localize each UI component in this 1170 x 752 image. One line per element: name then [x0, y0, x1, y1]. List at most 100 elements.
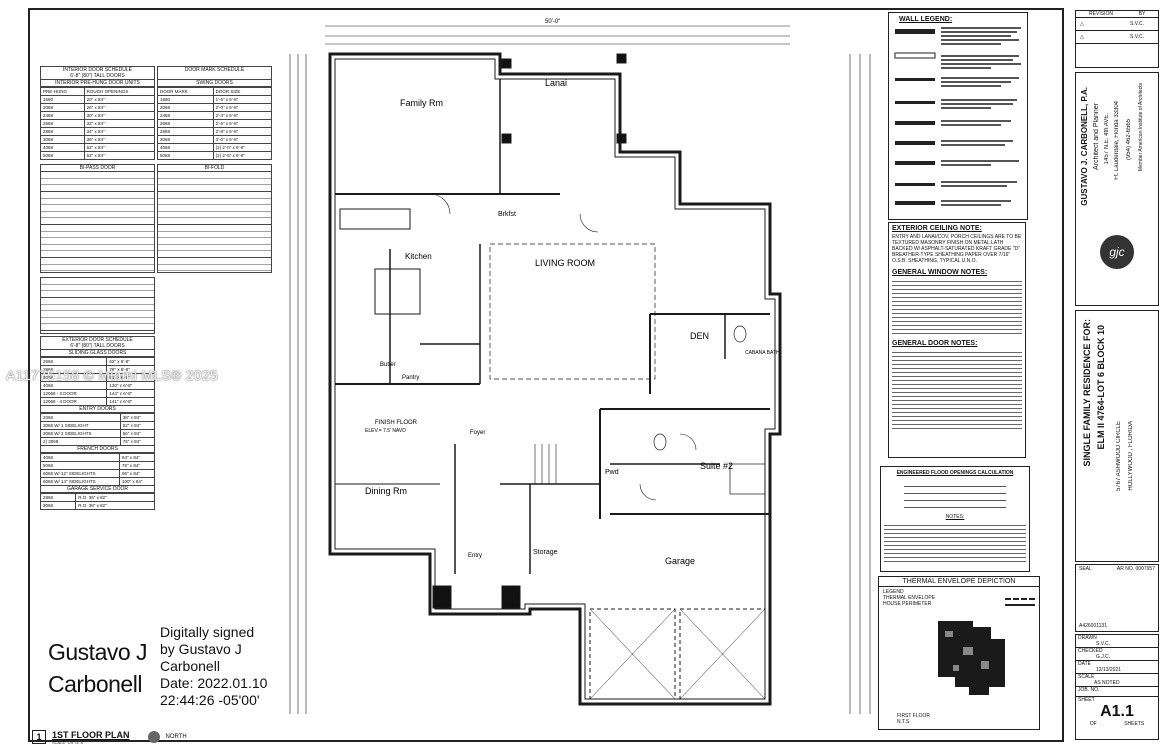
project-box: SINGLE FAMILY RESIDENCE FOR: ELM II 4764… [1075, 310, 1159, 562]
room-family: Family Rm [400, 98, 443, 108]
signature-name: Gustavo J Carbonell [48, 639, 148, 697]
room-cabana: CABANA BATH [745, 350, 780, 356]
sheet-index-box: 1 [32, 730, 46, 744]
bi-pass-rows [40, 172, 155, 273]
bi-pass-subtitle: BI-PASS DOOR [40, 164, 155, 172]
room-butler: Butler [380, 362, 396, 368]
project-city: HOLLYWOOD , FLORIDA [1128, 421, 1134, 491]
firm-address2: Ft. Lauderdale, Florida 33304 [1114, 101, 1120, 180]
north-label: NORTH [165, 734, 187, 740]
overall-dimension: 50'-0" [545, 19, 560, 25]
room-kitchen: Kitchen [405, 252, 432, 261]
room-foyer: Foyer [470, 430, 485, 436]
flood-formula [904, 480, 1006, 510]
misc-door-rows [40, 277, 155, 334]
thermal-envelope-box: THERMAL ENVELOPE DEPICTION LEGEND THERMA… [878, 576, 1040, 730]
envelope-line-icon [1005, 598, 1035, 601]
room-garage: Garage [665, 556, 695, 566]
plan-title-bar: 1 1ST FLOOR PLAN SCALE: 1/4"=1'-0" NORTH [32, 729, 262, 745]
door-schedule-panel: INTERIOR DOOR SCHEDULE 6'-8" (80") TALL … [39, 66, 273, 510]
first-floor-label: FIRST FLOOR N.T.S. [897, 713, 930, 725]
room-lanai: Lanai [545, 78, 567, 88]
schedule-subtitle: INTERIOR PRE-HUNG DOOR UNITS [40, 80, 155, 87]
firm-address1: 1457 N.E. 4th AVE. [1104, 113, 1110, 165]
firm-member: Member American Institute of Architects [1138, 83, 1144, 172]
sliding-subtitle: SLIDING GLASS DOORS [40, 350, 155, 357]
perimeter-line-icon [1005, 604, 1035, 607]
finish-floor-elev: ELEV.= 7.5' NAVD [365, 428, 406, 434]
signature-details: Digitally signed by Gustavo J Carbonell … [160, 624, 268, 708]
finish-floor-label: FINISH FLOOR [375, 420, 418, 426]
sheet-number: A1.1 [1100, 703, 1134, 720]
schedule-row: 5068(2) 2'-6" x 6'-8" [157, 151, 273, 160]
floor-plan-drawing: Family Rm Lanai Brkfst LIVING ROOM Kitch… [289, 19, 871, 714]
room-pwd: Pwd [605, 469, 619, 476]
door-notes-lines [892, 349, 1022, 429]
firm-name: GUSTAVO J. CARBONELL, P.A. [1080, 87, 1089, 206]
schedule-row: 4068(2) 2'-0" x 6'-8" [157, 143, 273, 152]
schedule-title: INTERIOR DOOR SCHEDULE 6'-8" (80") TALL … [40, 66, 155, 80]
revision-1-icon: △ [1080, 21, 1084, 27]
wall-legend-box: WALL LEGEND: [888, 12, 1028, 220]
entry-subtitle: ENTRY DOORS [40, 406, 155, 413]
plan-title: 1ST FLOOR PLAN SCALE: 1/4"=1'-0" [52, 729, 130, 745]
room-suite: Suite #2 [700, 461, 733, 471]
general-notes-box: EXTERIOR CEILING NOTE: ENTRY AND LANAI/C… [888, 222, 1026, 458]
drawing-info-box: DRAWN S.V.C. CHECKED G.J.C. DATE 12/13/2… [1075, 634, 1159, 740]
project-title: SINGLE FAMILY RESIDENCE FOR: [1082, 319, 1092, 467]
wall-legend-swatches [894, 27, 1021, 206]
flood-notes-lines [884, 522, 1026, 562]
room-pantry: Pantry [402, 375, 419, 381]
garage-door-subtitle: GARAGE SERVICE DOOR [40, 486, 155, 493]
room-storage: Storage [533, 549, 558, 556]
room-dining: Dining Rm [365, 486, 407, 496]
exterior-subtitle: EXTERIOR DOOR SCHEDULE 6'-8" (80") TALL … [40, 336, 155, 350]
room-entry: Entry [468, 553, 482, 559]
firm-logo: gjc [1100, 235, 1134, 269]
room-den: DEN [690, 331, 709, 341]
swing-subtitle: SWING DOORS [157, 80, 272, 87]
flood-calc-box: ENGINEERED FLOOD OPENINGS CALCULATION NO… [880, 466, 1030, 572]
window-notes-lines [892, 278, 1022, 336]
firm-box: GUSTAVO J. CARBONELL, P.A. Architect and… [1075, 72, 1159, 306]
door-mark-title: DOOR MARK SCHEDULE [157, 66, 272, 80]
french-subtitle: FRENCH DOORS [40, 446, 155, 453]
bi-fold-rows [157, 172, 272, 273]
firm-phone: (954) 462-6565 [1126, 119, 1132, 161]
firm-role: Architect and Planner [1093, 103, 1100, 170]
room-brkfst: Brkfst [498, 211, 516, 218]
revision-2-icon: △ [1080, 34, 1084, 40]
thermal-plan-thumbnail [938, 621, 1005, 695]
